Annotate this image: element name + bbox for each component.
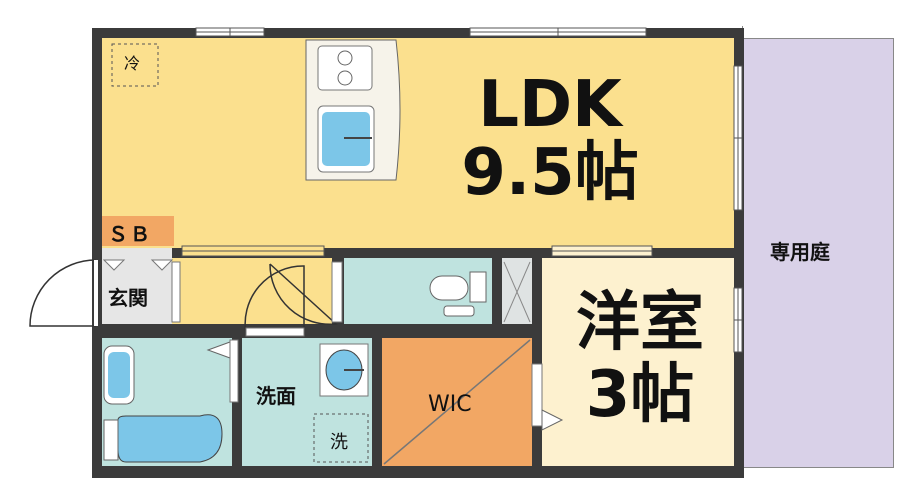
fridge-label: 冷 bbox=[124, 54, 141, 73]
toilet-door-swing bbox=[269, 263, 338, 326]
entrance-door-swing bbox=[29, 259, 97, 327]
washer-label: 洗 bbox=[330, 432, 348, 453]
western-size: 3帖 bbox=[585, 358, 695, 432]
fridge-space bbox=[111, 43, 159, 87]
bathtub bbox=[117, 414, 223, 463]
wic-diagonal bbox=[383, 339, 531, 465]
ldk-name: LDK bbox=[478, 68, 622, 142]
washroom-door-swing bbox=[244, 265, 305, 335]
toilet-bowl bbox=[429, 275, 469, 301]
washroom-label: 洗面 bbox=[256, 384, 296, 408]
ldk-size: 9.5帖 bbox=[461, 136, 639, 210]
burner-1 bbox=[337, 50, 353, 66]
stove bbox=[317, 45, 373, 91]
corridor bbox=[172, 258, 332, 324]
room-ldk bbox=[102, 38, 734, 248]
washer-space bbox=[313, 413, 369, 463]
entrance-label: 玄関 bbox=[108, 286, 148, 310]
shoe-box-label: ＳＢ bbox=[108, 222, 152, 246]
shoe-box bbox=[102, 216, 174, 246]
garden-label: 専用庭 bbox=[770, 240, 830, 264]
toilet-tank bbox=[469, 271, 487, 303]
room-western bbox=[542, 258, 734, 466]
western-name: 洋室 bbox=[576, 286, 704, 360]
burner-2 bbox=[337, 70, 353, 86]
private-garden bbox=[742, 38, 894, 468]
wic-label: WIC bbox=[428, 392, 472, 417]
